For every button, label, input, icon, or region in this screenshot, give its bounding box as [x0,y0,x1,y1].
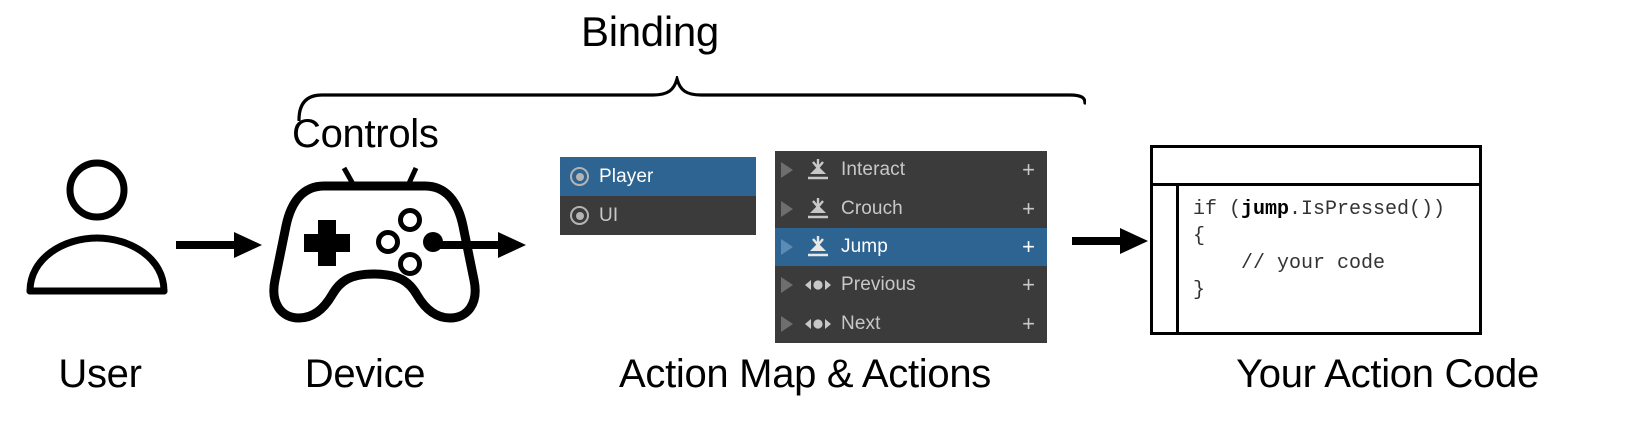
code-line-1-pre: if ( [1193,198,1242,221]
right-arrow-icon [440,232,526,263]
add-binding-button[interactable]: + [1022,272,1035,298]
binding-brace-icon [296,72,1087,126]
chevron-right-icon[interactable] [781,238,793,255]
code-line-2: { [1193,225,1206,248]
add-binding-button[interactable]: + [1022,157,1035,183]
button-action-icon [805,159,831,181]
add-binding-button[interactable]: + [1022,310,1035,336]
binding-label: Binding [580,8,719,55]
right-arrow-icon [1072,228,1148,259]
action-row-crouch[interactable]: Crouch + [775,189,1047,227]
chevron-right-icon[interactable] [781,162,793,179]
caption-your-action-code: Your Action Code [1236,352,1539,396]
action-row-next[interactable]: Next + [775,305,1047,343]
code-gutter [1153,186,1179,335]
axis-action-icon [805,277,831,293]
action-label: Previous [841,274,916,296]
controls-label: Controls [292,112,439,156]
axis-action-icon [805,316,831,332]
user-person-icon [22,158,172,308]
action-map-panel: Player UI [560,157,756,235]
code-content[interactable]: if (jump.IsPressed()) { // your code } [1179,186,1479,335]
action-label: Jump [841,235,888,257]
code-editor-window: if (jump.IsPressed()) { // your code } [1150,145,1482,335]
code-line-1-bold: jump [1241,198,1290,221]
action-map-row-player[interactable]: Player [560,157,756,196]
caption-user: User [58,352,142,396]
caption-action-map: Action Map & Actions [619,352,991,396]
add-binding-button[interactable]: + [1022,195,1035,221]
button-action-icon [805,197,831,220]
chevron-right-icon[interactable] [781,277,793,294]
action-row-previous[interactable]: Previous + [775,266,1047,304]
right-arrow-icon [176,232,262,263]
add-binding-button[interactable]: + [1022,233,1035,259]
code-window-titlebar [1153,148,1479,186]
code-line-4: } [1193,279,1206,302]
action-label: Next [841,312,881,334]
action-map-label: Player [599,165,654,187]
action-label: Interact [841,159,906,181]
chevron-right-icon[interactable] [781,200,793,217]
action-row-interact[interactable]: Interact + [775,151,1047,189]
button-action-icon [805,235,831,258]
caption-device: Device [304,352,426,396]
action-label: Crouch [841,197,903,219]
action-row-jump[interactable]: Jump + [775,227,1047,267]
action-map-label: UI [599,204,619,226]
chevron-right-icon[interactable] [781,315,793,332]
actions-panel: Interact + Crouch + [775,151,1047,343]
action-map-row-ui[interactable]: UI [560,196,756,235]
gamepad-controller-icon [262,176,487,331]
action-map-ring-icon [570,206,589,225]
action-map-ring-icon [570,167,589,186]
code-window-body: if (jump.IsPressed()) { // your code } [1153,186,1479,335]
code-line-1-post: .IsPressed()) [1289,198,1446,221]
code-line-3: // your code [1193,252,1386,275]
